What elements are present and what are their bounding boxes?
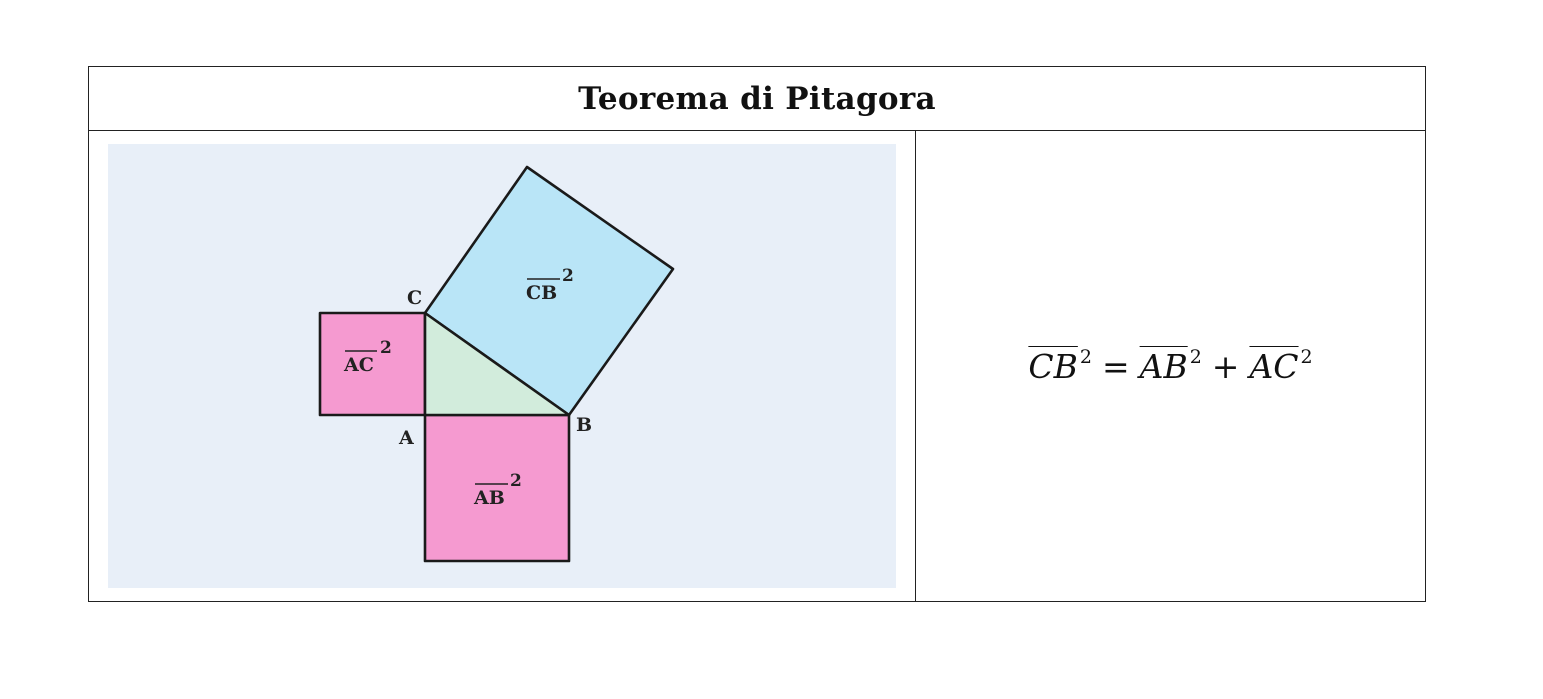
formula-term1-exponent: 2 — [1189, 345, 1202, 368]
vertex-b-label: B — [576, 414, 592, 436]
diagram-panel: C A B AC 2 AB 2 CB — [108, 144, 896, 588]
area-label-cb: CB 2 — [526, 266, 574, 304]
pythagoras-diagram: C A B AC 2 AB 2 CB — [318, 165, 675, 563]
formula-equals: = — [1101, 346, 1130, 386]
area-label-cb-text: CB — [526, 282, 557, 304]
table-title: Teorema di Pitagora — [89, 67, 1425, 131]
area-label-ab-text: AB — [473, 487, 505, 509]
area-label-ab: AB 2 — [473, 471, 522, 509]
theorem-table: Teorema di Pitagora C A B AC — [88, 66, 1426, 602]
formula-term2: AC — [1249, 346, 1299, 386]
area-label-ac-text: AC — [343, 354, 374, 376]
area-label-ab-exponent: 2 — [510, 471, 522, 491]
formula-term2-exponent: 2 — [1300, 345, 1313, 368]
area-label-ac: AC 2 — [343, 338, 392, 376]
formula-term1: AB — [1139, 346, 1188, 386]
formula-lhs-exponent: 2 — [1079, 345, 1092, 368]
area-label-ac-exponent: 2 — [380, 338, 392, 358]
vertex-c-label: C — [407, 287, 422, 309]
triangle-abc — [423, 311, 571, 417]
formula-plus: + — [1211, 346, 1240, 386]
formula-lhs: CB — [1028, 346, 1078, 386]
vertex-a-label: A — [398, 427, 414, 449]
area-label-cb-exponent: 2 — [562, 266, 574, 286]
diagram-cell: C A B AC 2 AB 2 CB — [89, 131, 916, 601]
